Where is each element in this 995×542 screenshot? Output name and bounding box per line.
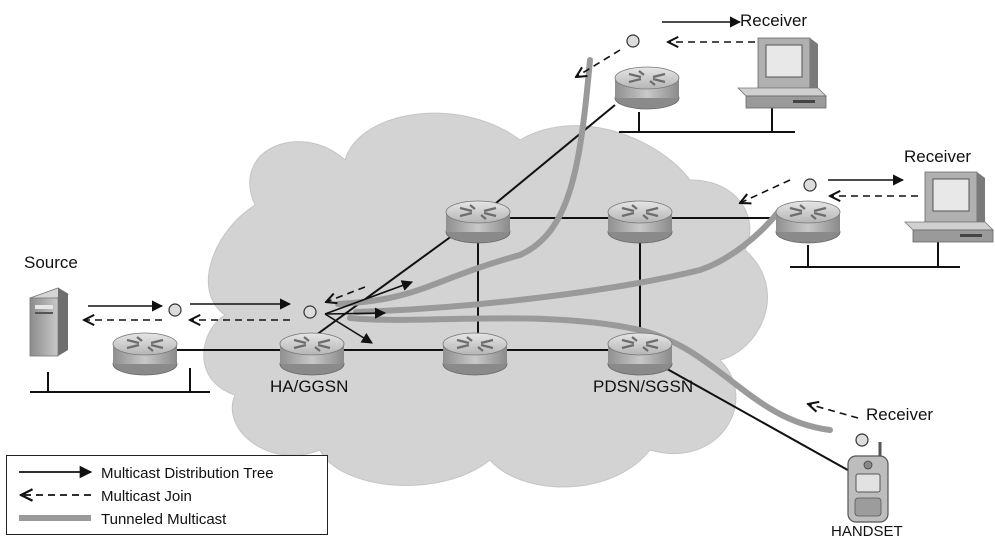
multicast-join-arrows	[84, 42, 918, 419]
router-icon	[606, 199, 674, 245]
receiver-handset-label: Receiver	[866, 405, 934, 424]
router-icon	[774, 199, 842, 245]
legend-item-distribution-tree: Multicast Distribution Tree	[7, 462, 327, 484]
legend-label: Tunneled Multicast	[101, 511, 227, 528]
legend-item-tunneled-multicast: Tunneled Multicast	[7, 508, 327, 530]
multicast-join-point-icon	[168, 34, 869, 447]
router-icon	[444, 199, 512, 245]
dashed-arrow-icon	[17, 485, 91, 505]
router-icon	[613, 65, 681, 111]
router-icon	[278, 331, 346, 377]
handset-icon	[847, 442, 889, 523]
pdsn-sgsn-label: PDSN/SGSN	[593, 377, 694, 396]
thick-gray-line-icon	[19, 515, 91, 521]
legend-label: Multicast Join	[101, 488, 192, 505]
legend: Multicast Distribution Tree Multicast Jo…	[6, 455, 328, 535]
router-icon	[606, 331, 674, 377]
server-icon	[29, 287, 69, 357]
cloud-icon	[203, 112, 768, 488]
legend-item-multicast-join: Multicast Join	[7, 485, 327, 507]
source-label: Source	[24, 253, 78, 272]
receiver-top-label: Receiver	[740, 11, 808, 30]
legend-label: Multicast Distribution Tree	[101, 465, 274, 482]
handset-label: HANDSET	[831, 523, 903, 540]
router-icon	[441, 331, 509, 377]
computer-icon	[904, 171, 994, 243]
receiver-right-label: Receiver	[904, 147, 972, 166]
solid-arrow-icon	[19, 465, 93, 479]
computer-icon	[737, 37, 827, 109]
distribution-tree-arrows	[88, 16, 905, 344]
ha-ggsn-label: HA/GGSN	[270, 377, 349, 396]
tunneled-multicast-paths	[335, 57, 833, 433]
router-icon	[111, 331, 179, 377]
